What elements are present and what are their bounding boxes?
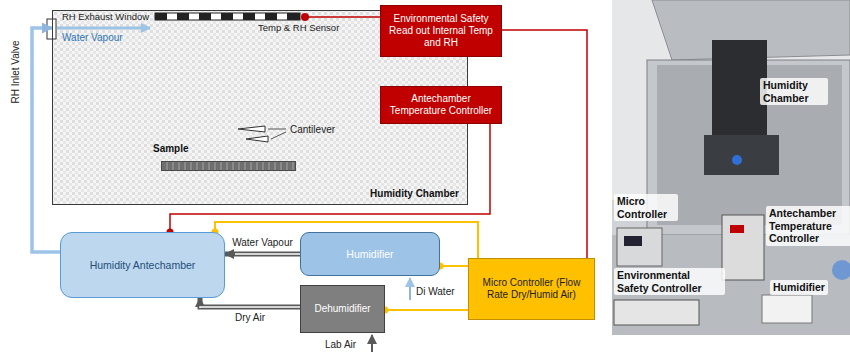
water-inlet-arrow bbox=[409, 278, 411, 300]
connector bbox=[437, 263, 469, 270]
connector bbox=[382, 307, 469, 314]
photo-label: Environmental Safety Controller bbox=[614, 268, 725, 295]
flow-label: Dry Air bbox=[233, 312, 267, 324]
node-text: Environmental Safety Read out Internal T… bbox=[387, 13, 495, 49]
flow-label: Di Water bbox=[416, 286, 455, 298]
connector-line bbox=[32, 28, 60, 252]
node-text: Humidifier bbox=[346, 248, 393, 261]
part-label: Cantilever bbox=[290, 124, 335, 136]
controller-box: Environmental Safety Read out Internal T… bbox=[380, 5, 502, 57]
vapour-flow-arrow bbox=[57, 27, 150, 30]
connector-line bbox=[170, 124, 490, 232]
photo-label: Humidifier bbox=[770, 280, 828, 295]
connector-line bbox=[502, 30, 587, 258]
dehumidifier-box: Dehumidifier bbox=[300, 285, 385, 333]
photo-label: Antechamber Temperature Controller bbox=[766, 206, 850, 246]
connector bbox=[32, 28, 60, 252]
photo-label: Humidity Chamber bbox=[760, 78, 828, 105]
connector bbox=[167, 124, 491, 236]
connector-line bbox=[440, 265, 468, 267]
connector bbox=[200, 298, 300, 308]
leader-line bbox=[271, 132, 286, 139]
photo-label: Micro Controller bbox=[614, 194, 678, 221]
exhaust-window-bar bbox=[155, 13, 300, 20]
flow-label: Water Vapour bbox=[230, 237, 295, 249]
part-label: RH Inlet Valve bbox=[10, 40, 22, 103]
connector-line bbox=[385, 309, 468, 311]
part-label: RH Exhaust Window bbox=[62, 11, 149, 22]
cantilever-symbol bbox=[238, 126, 265, 132]
antechamber-box: Humidity Antechamber bbox=[60, 232, 225, 298]
node-text: Sample bbox=[153, 143, 288, 155]
cantilever-symbol bbox=[246, 136, 268, 142]
controller-box: Micro Controller (Flow Rate Dry/Humid Ai… bbox=[468, 258, 595, 320]
node-text: Dehumidifier bbox=[314, 303, 370, 315]
sample-bar-node: Sample bbox=[161, 147, 296, 171]
connector-line bbox=[305, 16, 380, 18]
connector bbox=[225, 254, 300, 255]
connector bbox=[502, 30, 587, 258]
connector-core bbox=[200, 307, 300, 308]
connector-core bbox=[235, 253, 300, 255]
connector-line bbox=[200, 298, 300, 307]
part-label: Temp & RH Sensor bbox=[258, 22, 339, 33]
flow-label: Lab Air bbox=[325, 339, 356, 351]
humidifier-box: Humidifier bbox=[300, 232, 440, 276]
node-text: Humidity Chamber bbox=[370, 188, 459, 200]
leader-line bbox=[268, 129, 286, 130]
node-text: Micro Controller (Flow Rate Dry/Humid Ai… bbox=[475, 277, 588, 301]
connector-line bbox=[225, 252, 300, 257]
sample-bar bbox=[161, 161, 296, 171]
air-inlet-arrow bbox=[371, 335, 373, 352]
controller-box: Antechamber Temperature Controller bbox=[380, 86, 502, 124]
node-text: Humidity Antechamber bbox=[90, 259, 196, 272]
node-text: Antechamber Temperature Controller bbox=[387, 93, 495, 117]
connector bbox=[305, 17, 380, 18]
flow-label: Water Vapour bbox=[62, 32, 123, 44]
